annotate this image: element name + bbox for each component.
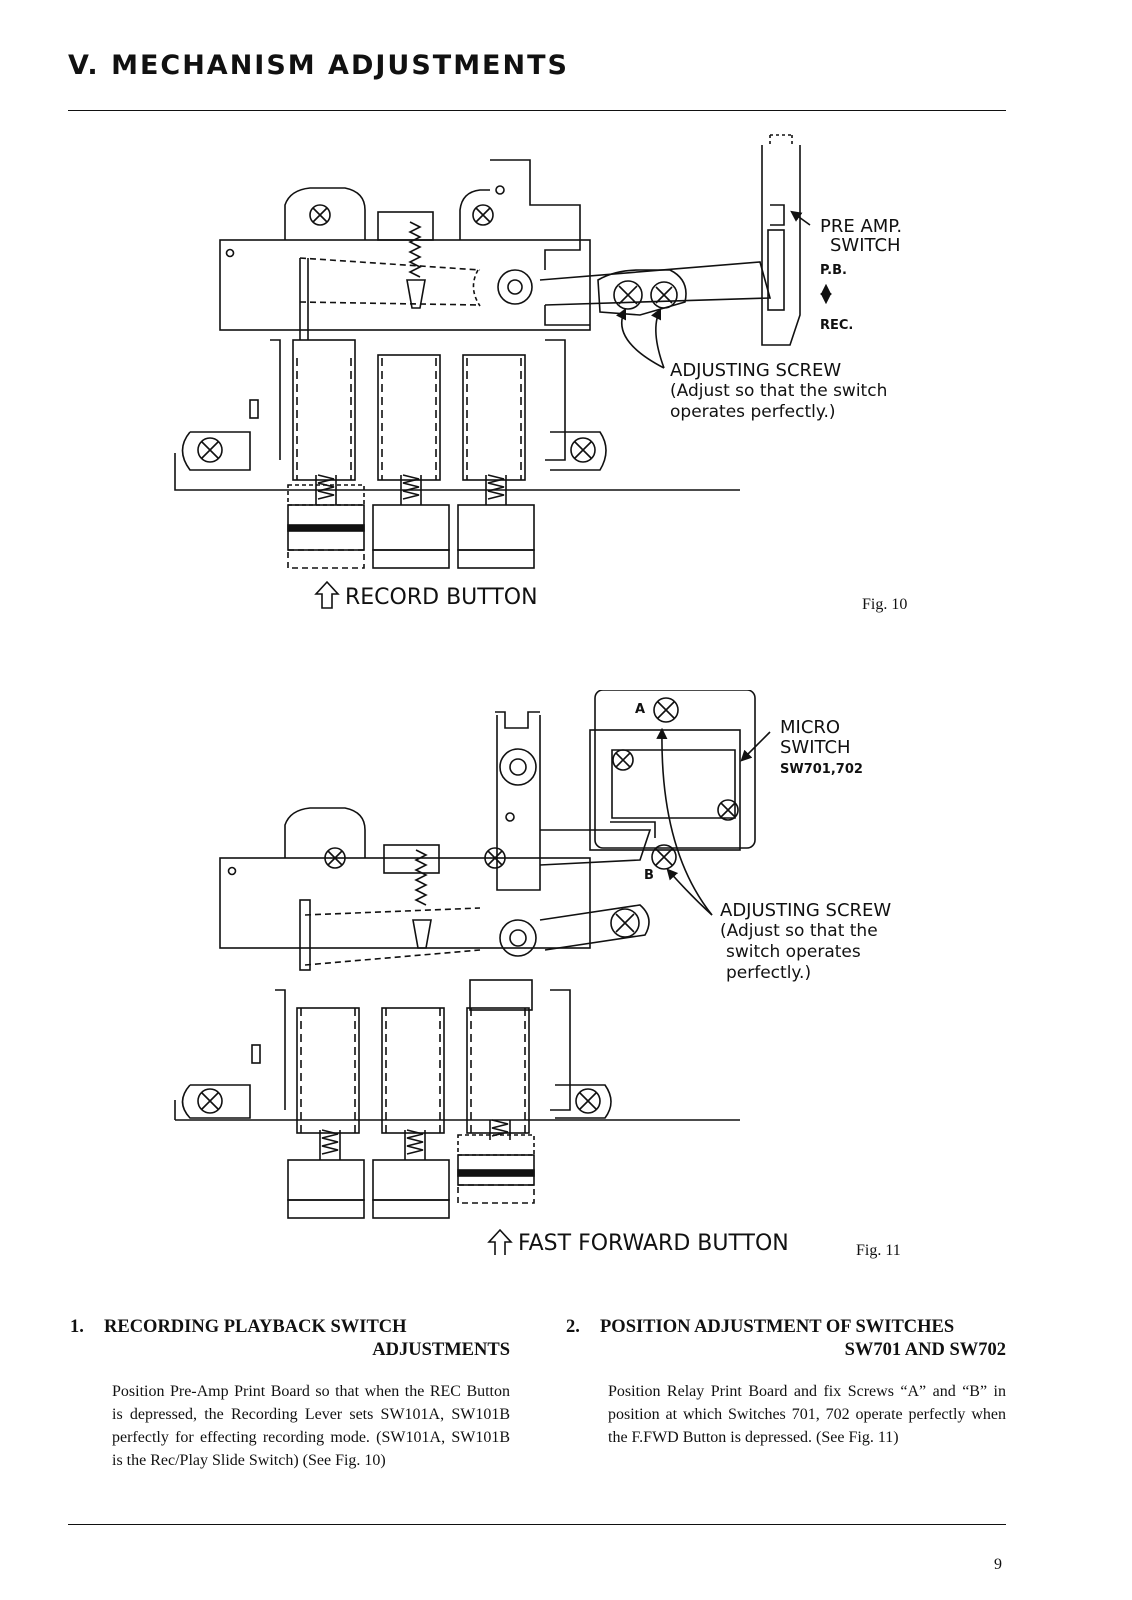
screw-b-label: B (644, 868, 654, 883)
figure-11: A B MICRO SWITCH SW701,702 ADJUSTING SCR… (0, 690, 1132, 1259)
figure-11-drawing (174, 690, 771, 1255)
pre-amp-label: PRE AMP. (820, 216, 903, 237)
adjusting-screw-label: ADJUSTING SCREW (670, 360, 842, 381)
section-2-title-line-1: POSITION ADJUSTMENT OF SWITCHES (600, 1317, 955, 1337)
section-1-title: 1. RECORDING PLAYBACK SWITCH ADJUSTMENTS (70, 1316, 510, 1364)
section-2-body: Position Relay Print Board and fix Screw… (608, 1383, 1006, 1446)
bottom-rule (68, 1524, 1006, 1525)
record-button-label: RECORD BUTTON (345, 585, 538, 610)
top-rule (68, 110, 1006, 111)
figure-10: PRE AMP. SWITCH P.B. REC. ADJUSTING SCRE… (0, 130, 1132, 640)
page-heading: V. MECHANISM ADJUSTMENTS (68, 50, 569, 81)
figure-11-number: Fig. 11 (856, 1242, 901, 1259)
section-1-body: Position Pre-Amp Print Board so that whe… (112, 1383, 510, 1469)
fast-forward-button-label: FAST FORWARD BUTTON (518, 1231, 789, 1256)
adjusting-screw-label: ADJUSTING SCREW (720, 900, 892, 921)
section-2-title-line-2: SW701 AND SW702 (844, 1340, 1006, 1360)
section-1-number: 1. (70, 1317, 84, 1337)
section-1-title-line-1: RECORDING PLAYBACK SWITCH (104, 1317, 407, 1337)
figure-10-drawing (174, 134, 832, 609)
section-1-title-line-2: ADJUSTMENTS (372, 1340, 510, 1360)
adjust-note-line-1: (Adjust so that the (720, 921, 878, 941)
section-2-number: 2. (566, 1317, 580, 1337)
adjust-note-line-2: operates perfectly.) (670, 402, 836, 422)
pb-label: P.B. (820, 263, 847, 278)
section-2-title: 2. POSITION ADJUSTMENT OF SWITCHES SW701… (566, 1316, 1006, 1364)
switch-label: SWITCH (830, 235, 901, 256)
screw-a-label: A (635, 702, 646, 717)
adjust-note-line-3: perfectly.) (726, 963, 812, 983)
page-number: 9 (994, 1556, 1002, 1573)
adjust-note-line-1: (Adjust so that the switch (670, 381, 888, 401)
figure-10-number: Fig. 10 (862, 596, 908, 613)
sw-label: SW701,702 (780, 762, 863, 777)
adjust-note-line-2: switch operates (726, 942, 861, 962)
rec-label: REC. (820, 318, 854, 333)
micro-label: MICRO (780, 717, 841, 738)
switch-label: SWITCH (780, 737, 851, 758)
